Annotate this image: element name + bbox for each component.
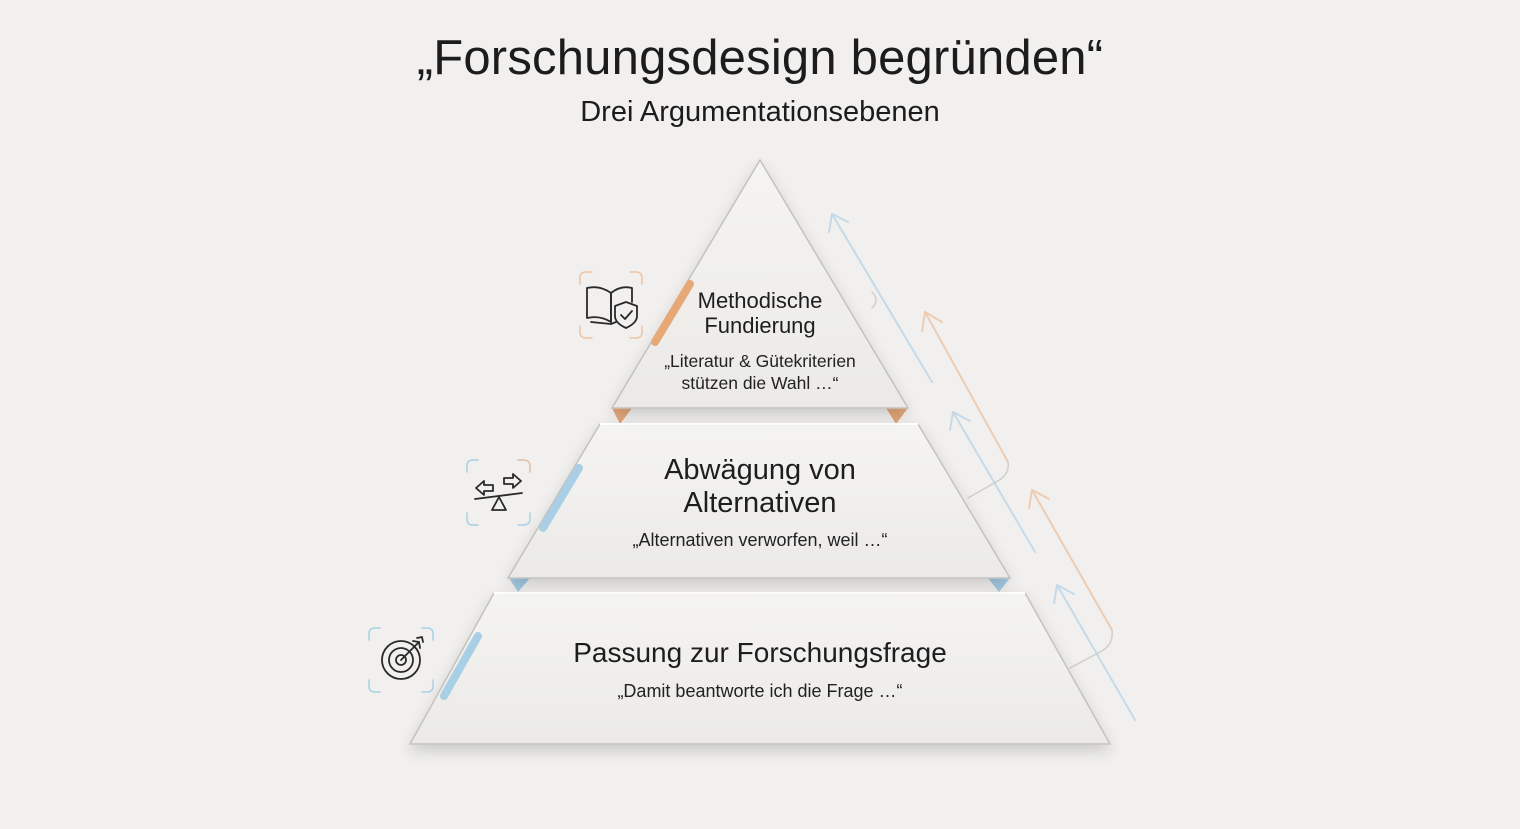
tier-top-title-line1: Methodische xyxy=(697,288,823,313)
page-title: „Forschungsdesign begründen“ xyxy=(416,31,1104,85)
tier-middle-title-line2: Alternativen xyxy=(683,487,837,520)
tier-bottom-accent xyxy=(440,632,482,700)
tier-connectors xyxy=(509,408,1010,592)
target-icon xyxy=(368,627,434,693)
book-shield-icon xyxy=(579,271,643,339)
tier-top-title-line2: Fundierung xyxy=(704,313,816,339)
tier-bottom xyxy=(408,592,1112,745)
arrow-blue-bottom-icon xyxy=(1053,584,1136,721)
arrow-orange-bottom-icon xyxy=(1028,489,1113,669)
tier-middle-accent xyxy=(539,464,583,532)
rising-arrows xyxy=(828,213,1136,721)
tier-middle-quote: „Alternativen verworfen, weil …“ xyxy=(632,530,888,550)
arrow-blue-middle-icon xyxy=(949,411,1036,553)
tier-top-quote-line2: stützen die Wahl …“ xyxy=(681,372,839,393)
tier-top-title: Methodische Fundierung xyxy=(640,288,880,338)
tier-top-quote-line1: „Literatur & Gütekriterien xyxy=(664,351,856,371)
tier-top-accent xyxy=(651,280,694,346)
tier-middle-title-line1: Abwägung von xyxy=(664,454,856,486)
tier-top-quote: „Literatur & Gütekriterien stützen die W… xyxy=(630,351,890,395)
tier-bottom-quote: „Damit beantworte ich die Frage …“ xyxy=(617,681,903,701)
tier-bottom-title: Passung zur Forschungsfrage xyxy=(573,637,947,668)
tier-middle xyxy=(506,423,1012,579)
arrow-orange-middle-icon xyxy=(921,311,1009,499)
tier-middle-title: Abwägung von Alternativen xyxy=(580,454,940,520)
arrow-blue-top-icon xyxy=(828,213,933,383)
page-subtitle: Drei Argumentationsebenen xyxy=(580,96,940,128)
balance-arrows-icon xyxy=(466,459,531,526)
